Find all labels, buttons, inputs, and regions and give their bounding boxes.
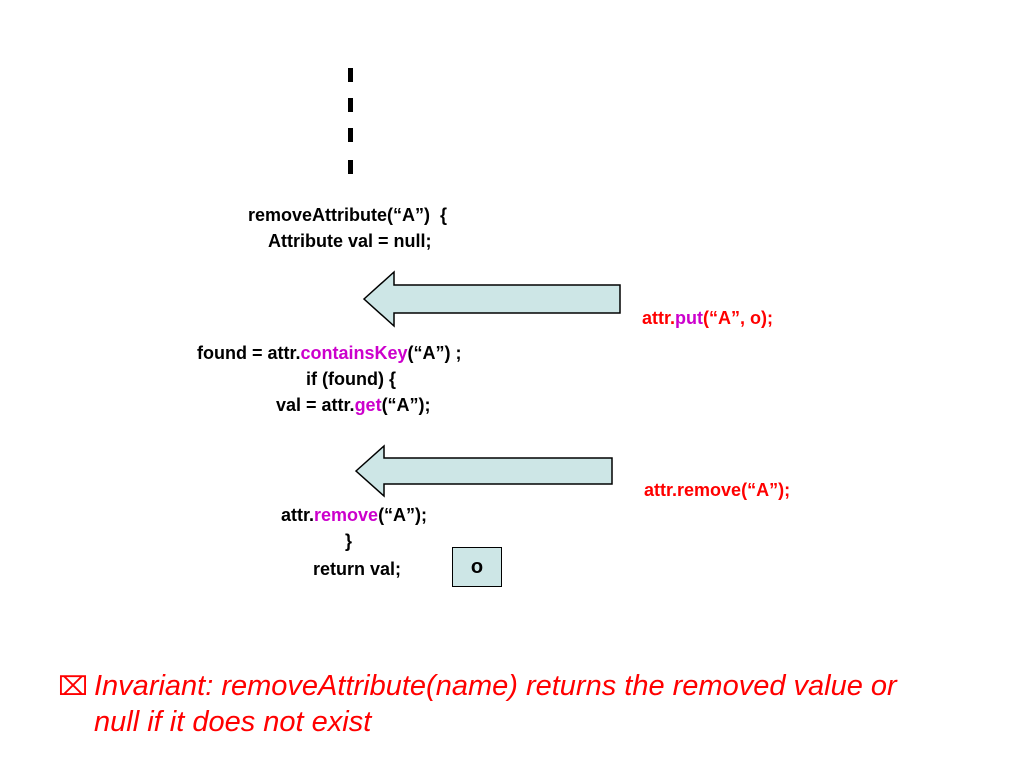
code-line-remove-attribute: removeAttribute(“A”) {	[248, 205, 448, 225]
code-line-found: found = attr.containsKey(“A”) ;	[197, 343, 462, 363]
return-value-box: o	[452, 547, 502, 587]
interleave-arrow-remove	[354, 444, 613, 498]
thread-put-call: attr.put(“A”, o);	[642, 308, 773, 328]
invariant-bullet: ⌧ Invariant: removeAttribute(name) retur…	[58, 668, 918, 740]
timeline-dash	[348, 68, 353, 82]
code-line-attribute-val: Attribute val = null;	[268, 231, 432, 251]
code-line-return: return val;	[313, 559, 402, 579]
timeline-dash	[348, 98, 353, 112]
interleave-arrow-put	[362, 270, 621, 328]
code-line-if-found: if (found) {	[306, 369, 396, 389]
timeline-dash	[348, 128, 353, 142]
timeline-dash	[348, 160, 353, 174]
thread-remove-call: attr.remove(“A”);	[644, 480, 791, 500]
code-line-attr-remove: attr.remove(“A”);	[281, 505, 428, 525]
code-line-close-brace: }	[345, 531, 353, 551]
boxed-x-icon: ⌧	[58, 671, 88, 701]
code-line-val-get: val = attr.get(“A”);	[276, 395, 431, 415]
invariant-text: Invariant: removeAttribute(name) returns…	[94, 670, 897, 738]
